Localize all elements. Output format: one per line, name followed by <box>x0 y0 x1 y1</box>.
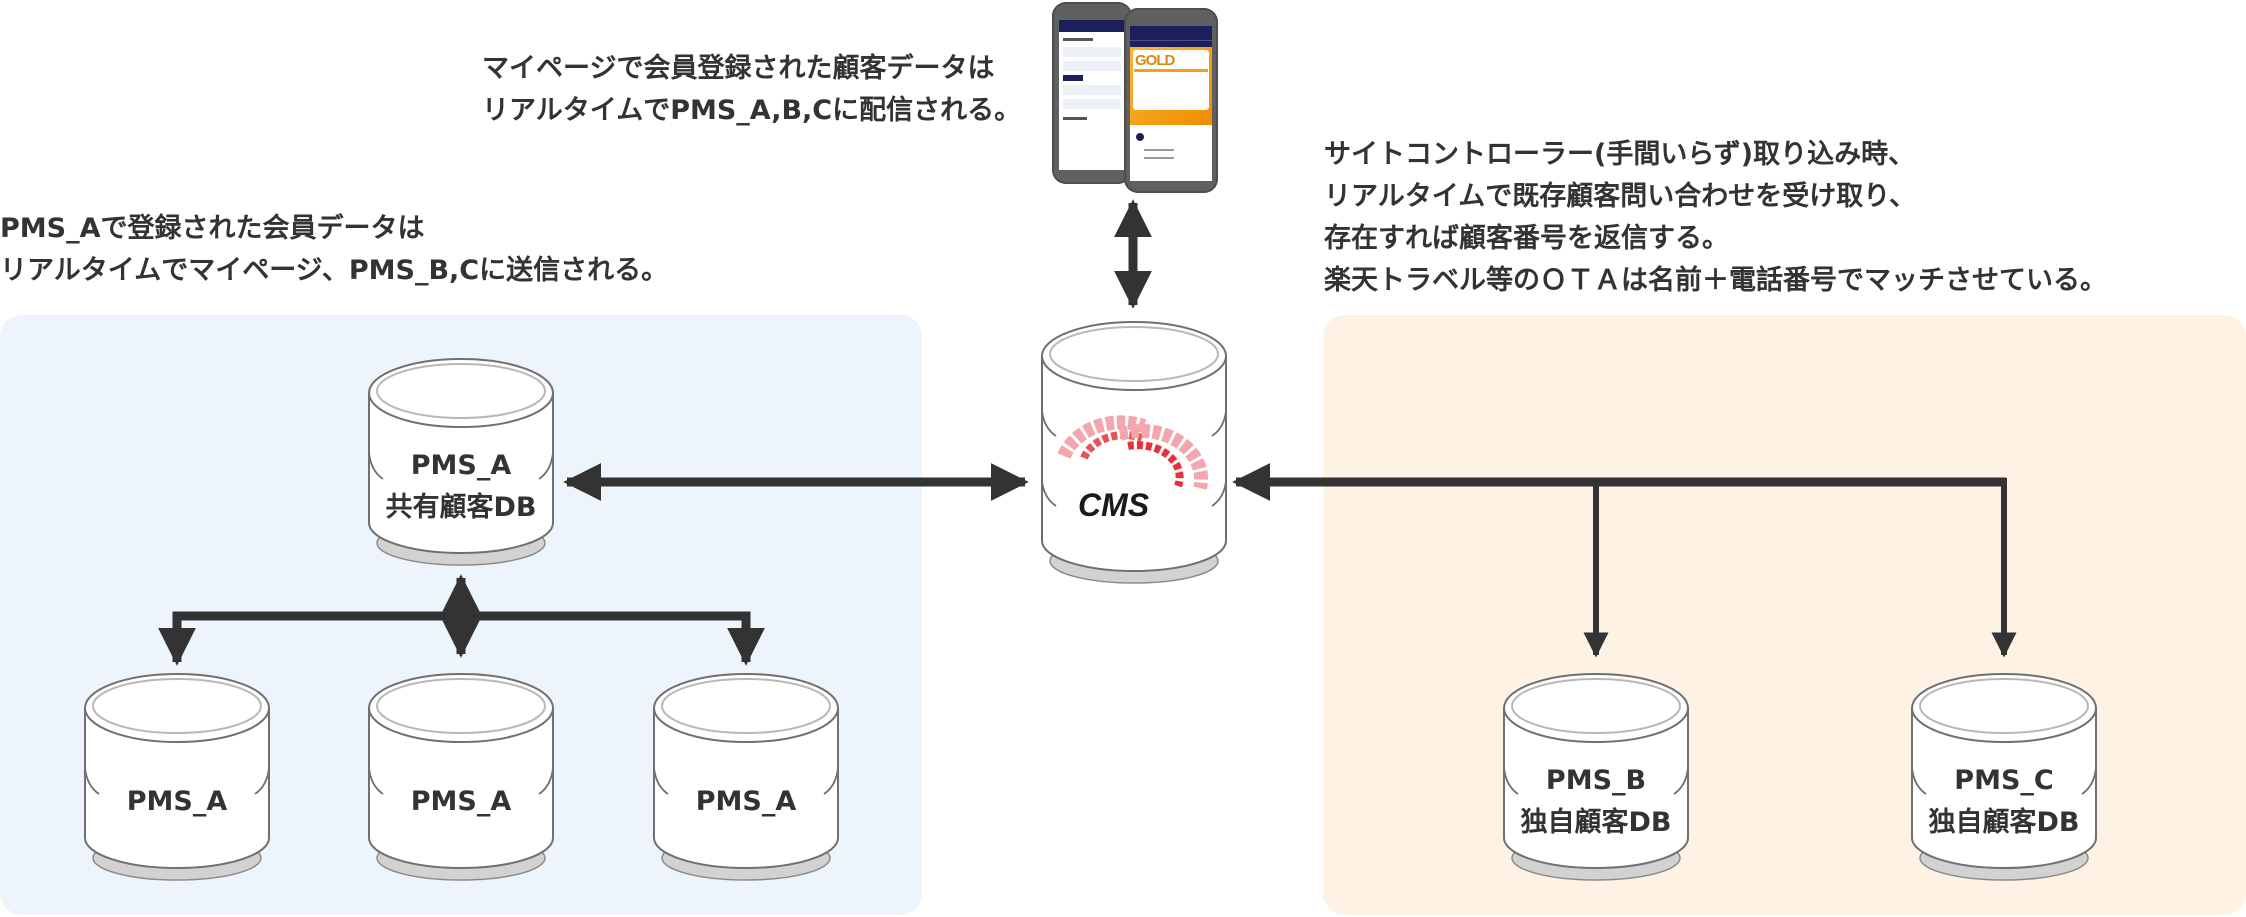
pms-b-db[interactable]: PMS_B 独自顧客DB <box>1503 673 1689 881</box>
pms-a-db-3[interactable]: PMS_A <box>653 673 839 881</box>
caption-line: リアルタイムで既存顧客問い合わせを受け取り、 <box>1324 181 1917 212</box>
db-type: 共有顧客DB <box>386 491 537 523</box>
db-type: 独自顧客DB <box>1929 806 2080 838</box>
caption-line: リアルタイムでマイページ、PMS_B,Cに送信される。 <box>0 255 669 286</box>
connectors <box>158 199 2017 666</box>
phone-screen-registration <box>1059 20 1125 170</box>
cms-logo-text: CMS <box>1078 487 1150 523</box>
db-name: PMS_A <box>127 786 228 817</box>
caption-line: 存在すれば顧客番号を返信する。 <box>1324 223 1729 254</box>
site-controller-caption: サイトコントローラー(手間いらず)取り込み時、 リアルタイムで既存顧客問い合わせ… <box>1324 134 2107 302</box>
caption-line: 楽天トラベル等のＯＴＡは名前＋電話番号でマッチさせている。 <box>1324 265 2107 296</box>
caption-line: サイトコントローラー(手間いらず)取り込み時、 <box>1324 139 1916 170</box>
caption-line: マイページで会員登録された顧客データは <box>482 53 995 84</box>
pms-a-db-1[interactable]: PMS_A <box>84 673 270 881</box>
gold-rank-label: GOLD <box>1135 52 1175 69</box>
db-name: PMS_A <box>411 450 512 481</box>
caption-line: PMS_Aで登録された会員データは <box>0 213 425 244</box>
pms-a-caption: PMS_Aで登録された会員データは リアルタイムでマイページ、PMS_B,Cに送… <box>0 208 668 292</box>
db-name: PMS_B <box>1546 765 1646 796</box>
db-name: PMS_C <box>1954 765 2053 796</box>
cms-logo-icon: CMS <box>1057 415 1209 523</box>
mypage-caption: マイページで会員登録された顧客データは リアルタイムでPMS_A,B,Cに配信さ… <box>482 48 1021 132</box>
pms-a-db-2[interactable]: PMS_A <box>368 673 554 881</box>
db-type: 独自顧客DB <box>1521 806 1672 838</box>
phone-screen-gold-member: GOLD <box>1130 26 1212 181</box>
arrow-hub-branch <box>158 611 765 666</box>
mypage-phone-left <box>1052 2 1132 184</box>
caption-line: リアルタイムでPMS_A,B,Cに配信される。 <box>482 95 1022 126</box>
db-name: PMS_A <box>411 786 512 817</box>
pms-a-shared-db[interactable]: PMS_A 共有顧客DB <box>368 358 554 566</box>
db-name: PMS_A <box>696 786 797 817</box>
mypage-phone-right: GOLD <box>1124 8 1218 193</box>
cms-database[interactable]: CMS <box>1041 321 1227 584</box>
pms-c-db[interactable]: PMS_C 独自顧客DB <box>1911 673 2097 881</box>
